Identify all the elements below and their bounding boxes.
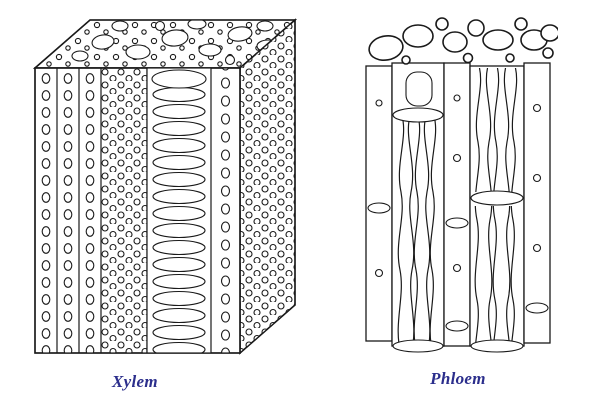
- phloem-sieve-plate-left: [392, 107, 444, 123]
- xylem-side-face: [239, 18, 296, 355]
- phloem-companion-cell-middle: [443, 62, 471, 347]
- phloem-label: Phloem: [430, 369, 486, 388]
- xylem-right-pitted-column: [211, 68, 240, 353]
- phloem-companion-cell-right: [523, 62, 551, 344]
- phloem-sieve-tube-left: [391, 62, 445, 353]
- xylem-top-face: [32, 19, 298, 69]
- xylem-figure: [25, 8, 335, 373]
- xylem-spiral-vessel-column: [146, 68, 212, 353]
- xylem-front-face: [34, 67, 241, 354]
- phloem-illustration: [365, 17, 560, 353]
- xylem-illustration: [32, 18, 298, 355]
- xylem-label: Xylem: [112, 372, 158, 391]
- phloem-figure: [358, 8, 560, 368]
- phloem-sieve-plate-right: [470, 190, 524, 206]
- phloem-top-cross-sections: [368, 17, 560, 65]
- phloem-sieve-tube-right: [469, 65, 525, 353]
- xylem-tracheid-columns: [35, 68, 102, 353]
- xylem-top-cross-sections: [35, 20, 295, 68]
- xylem-pitted-vessel-column: [101, 68, 148, 353]
- phloem-companion-cell-left: [365, 65, 393, 342]
